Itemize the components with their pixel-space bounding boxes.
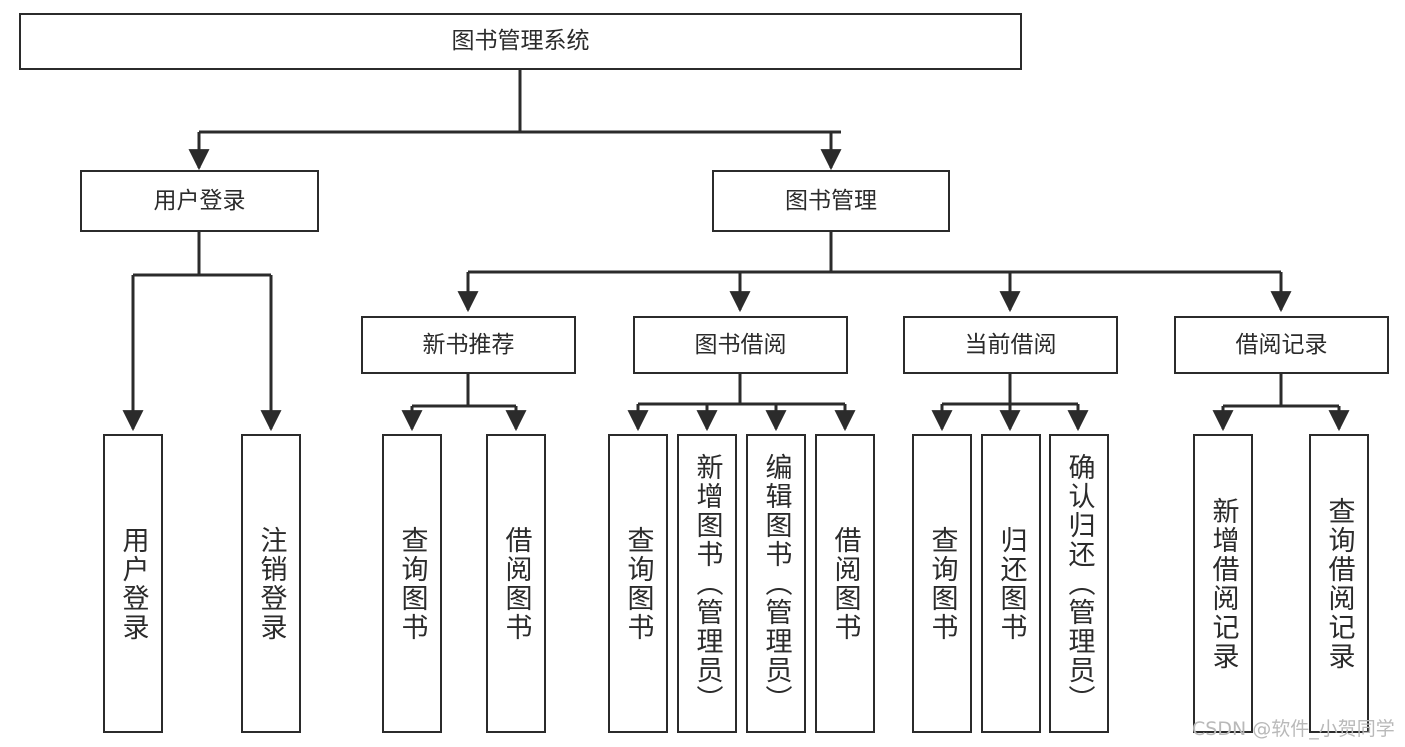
node-current-borrow-label: 当前借阅 (964, 331, 1057, 358)
node-leaf-confirm-return[interactable]: 确认归还（管理员） (1049, 434, 1109, 733)
node-leaf-query-book-3[interactable]: 查询图书 (912, 434, 972, 733)
node-leaf-add-record-label: 新增借阅记录 (1207, 496, 1239, 671)
node-leaf-query-book-1-label: 查询图书 (396, 525, 428, 642)
node-leaf-borrow-book-1-label: 借阅图书 (500, 525, 532, 642)
node-leaf-edit-book[interactable]: 编辑图书（管理员） (746, 434, 806, 733)
node-user-login[interactable]: 用户登录 (80, 170, 319, 232)
node-leaf-borrow-book-1[interactable]: 借阅图书 (486, 434, 546, 733)
node-book-manage[interactable]: 图书管理 (712, 170, 950, 232)
node-leaf-borrow-book-2[interactable]: 借阅图书 (815, 434, 875, 733)
node-leaf-edit-book-label: 编辑图书（管理员） (760, 453, 792, 714)
watermark-text: CSDN @软件_小贺同学 (1192, 718, 1395, 740)
node-borrow-record-label: 借阅记录 (1235, 331, 1328, 358)
node-leaf-user-logout[interactable]: 注销登录 (241, 434, 301, 733)
node-user-login-label: 用户登录 (153, 187, 246, 214)
node-leaf-add-book-label: 新增图书（管理员） (691, 453, 723, 714)
node-leaf-confirm-return-label: 确认归还（管理员） (1063, 453, 1095, 714)
node-current-borrow[interactable]: 当前借阅 (903, 316, 1118, 374)
node-book-borrow-label: 图书借阅 (694, 331, 787, 358)
node-book-manage-label: 图书管理 (785, 187, 877, 214)
node-leaf-query-book-1[interactable]: 查询图书 (382, 434, 442, 733)
node-leaf-user-login-label: 用户登录 (117, 525, 149, 642)
node-root-label: 图书管理系统 (451, 28, 590, 55)
node-leaf-query-record-label: 查询借阅记录 (1323, 496, 1355, 671)
node-leaf-return-book[interactable]: 归还图书 (981, 434, 1041, 733)
node-leaf-user-login[interactable]: 用户登录 (103, 434, 163, 733)
node-book-borrow[interactable]: 图书借阅 (633, 316, 848, 374)
node-leaf-user-logout-label: 注销登录 (255, 525, 287, 642)
node-root[interactable]: 图书管理系统 (19, 13, 1022, 70)
node-leaf-query-book-2[interactable]: 查询图书 (608, 434, 668, 733)
node-new-book-rec[interactable]: 新书推荐 (361, 316, 576, 374)
node-borrow-record[interactable]: 借阅记录 (1174, 316, 1389, 374)
node-leaf-add-record[interactable]: 新增借阅记录 (1193, 434, 1253, 733)
node-leaf-query-book-3-label: 查询图书 (926, 525, 958, 642)
node-new-book-rec-label: 新书推荐 (422, 331, 515, 358)
node-leaf-query-record[interactable]: 查询借阅记录 (1309, 434, 1369, 733)
node-leaf-return-book-label: 归还图书 (995, 525, 1027, 642)
node-leaf-borrow-book-2-label: 借阅图书 (829, 525, 861, 642)
node-leaf-add-book[interactable]: 新增图书（管理员） (677, 434, 737, 733)
node-leaf-query-book-2-label: 查询图书 (622, 525, 654, 642)
